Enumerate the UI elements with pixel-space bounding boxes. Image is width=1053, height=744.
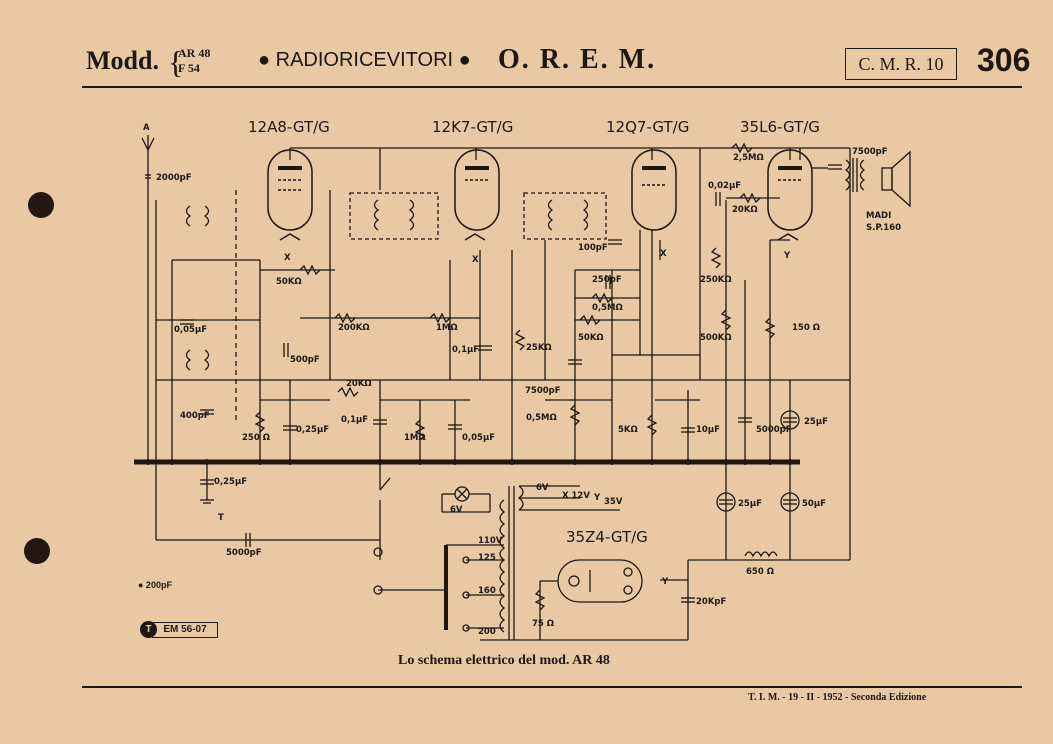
res-50k-a: 50KΩ — [276, 277, 302, 287]
ground-t: T — [218, 513, 224, 523]
header-model-2: F 54 — [178, 61, 200, 75]
cap-10uf: 10μF — [696, 425, 720, 435]
res-200k: 200KΩ — [338, 323, 370, 333]
tube-label-35l6: 35L6-GT/G — [740, 118, 820, 136]
sheet-header: Modd. { AR 48 F 54 ● RADIORICEVITORI ● O… — [82, 40, 1030, 86]
heater-y-2: Y — [593, 493, 601, 503]
cap-500pf: 500pF — [290, 355, 320, 365]
cap-20kpf: 20KpF — [696, 597, 726, 607]
tap-110v: 110V — [478, 536, 503, 546]
cap-50uf: 50μF — [802, 499, 826, 509]
tube-label-35z4: 35Z4-GT/G — [566, 528, 648, 546]
header-brace: { — [168, 44, 184, 80]
edition-stamp: T EM 56-07 — [140, 621, 220, 638]
header-brand: O. R. E. M. — [498, 44, 657, 75]
res-20k-b: 20KΩ — [732, 205, 758, 215]
antenna-label: A — [143, 123, 150, 133]
res-05m-b: 0,5MΩ — [526, 413, 557, 423]
res-25k: 25KΩ — [526, 343, 552, 353]
cap-250pf: 250pF — [592, 275, 622, 285]
binder-hole-top — [28, 192, 54, 218]
res-25m: 2,5MΩ — [733, 153, 764, 163]
tap-125: 125 — [478, 553, 496, 563]
res-150: 150 Ω — [792, 323, 820, 333]
heater-y-1: Y — [783, 251, 791, 261]
tube-label-12q7: 12Q7-GT/G — [606, 118, 689, 136]
diagram-caption: Lo schema elettrico del mod. AR 48 — [398, 653, 610, 668]
cap-005uf: 0,05μF — [174, 325, 207, 335]
winding-12v: X 12V — [562, 491, 590, 501]
tube-label-12a8: 12A8-GT/G — [248, 118, 330, 136]
heater-y-3: Y — [661, 577, 669, 587]
heater-x-2: X — [472, 255, 479, 265]
res-250: 250 Ω — [242, 433, 270, 443]
cap-400pf: 400pF — [180, 411, 210, 421]
binder-hole-bottom — [24, 538, 50, 564]
tube-label-12k7: 12K7-GT/G — [432, 118, 513, 136]
res-5k: 5KΩ — [618, 425, 638, 435]
header-code-box: C. M. R. 10 — [845, 48, 957, 80]
tap-160: 160 — [478, 586, 496, 596]
tap-200: 200 — [478, 627, 496, 637]
cap-5000pf-b: 5000pF — [226, 548, 262, 558]
cap-025uf-b: 0,25μF — [214, 477, 247, 487]
speaker-label: MADI — [866, 211, 891, 221]
res-50k-b: 50KΩ — [578, 333, 604, 343]
winding-6v: 6V — [536, 483, 549, 493]
cap-025uf: 0,25μF — [296, 425, 329, 435]
res-75: 75 Ω — [532, 619, 554, 629]
cap-01uf-a: 0,1μF — [452, 345, 479, 355]
stamp-code: EM 56-07 — [152, 622, 218, 638]
cap-002uf: 0,02μF — [708, 181, 741, 191]
cap-100pf: 100pF — [578, 243, 608, 253]
header-page-number: 306 — [977, 42, 1031, 78]
lamp-6v: 6V — [450, 505, 463, 515]
header-modd: Modd. — [86, 46, 159, 75]
cap-25uf-a: 25μF — [804, 417, 828, 427]
res-250k: 250KΩ — [700, 275, 732, 285]
res-500k: 500KΩ — [700, 333, 732, 343]
footer-edition: T. I. M. - 19 - II - 1952 - Seconda Ediz… — [748, 692, 927, 703]
speaker-model: S.P.160 — [866, 223, 901, 233]
cap-7500pf-out: 7500pF — [852, 147, 888, 157]
header-model-1: AR 48 — [178, 46, 211, 60]
cap-5000pf: 5000pF — [756, 425, 792, 435]
heater-x-3: X — [660, 249, 667, 259]
res-1m-a: 1MΩ — [436, 323, 458, 333]
footer-rule — [82, 686, 1022, 688]
cap-7500pf: 7500pF — [525, 386, 561, 396]
cap-01uf-b: 0,1μF — [341, 415, 368, 425]
note-200pf: ● 200pF — [138, 580, 172, 590]
res-05m-a: 0,5MΩ — [592, 303, 623, 313]
winding-35v: 35V — [604, 497, 623, 507]
res-1m-b: 1MΩ — [404, 433, 426, 443]
cap-2000pf: 2000pF — [156, 173, 192, 183]
cap-25uf-b: 25μF — [738, 499, 762, 509]
header-category: ● RADIORICEVITORI ● — [258, 49, 471, 71]
cap-005uf-b: 0,05μF — [462, 433, 495, 443]
heater-x-1: X — [284, 253, 291, 263]
choke-650: 650 Ω — [746, 567, 774, 577]
res-20k-a: 20KΩ — [346, 379, 372, 389]
header-rule — [82, 86, 1022, 88]
